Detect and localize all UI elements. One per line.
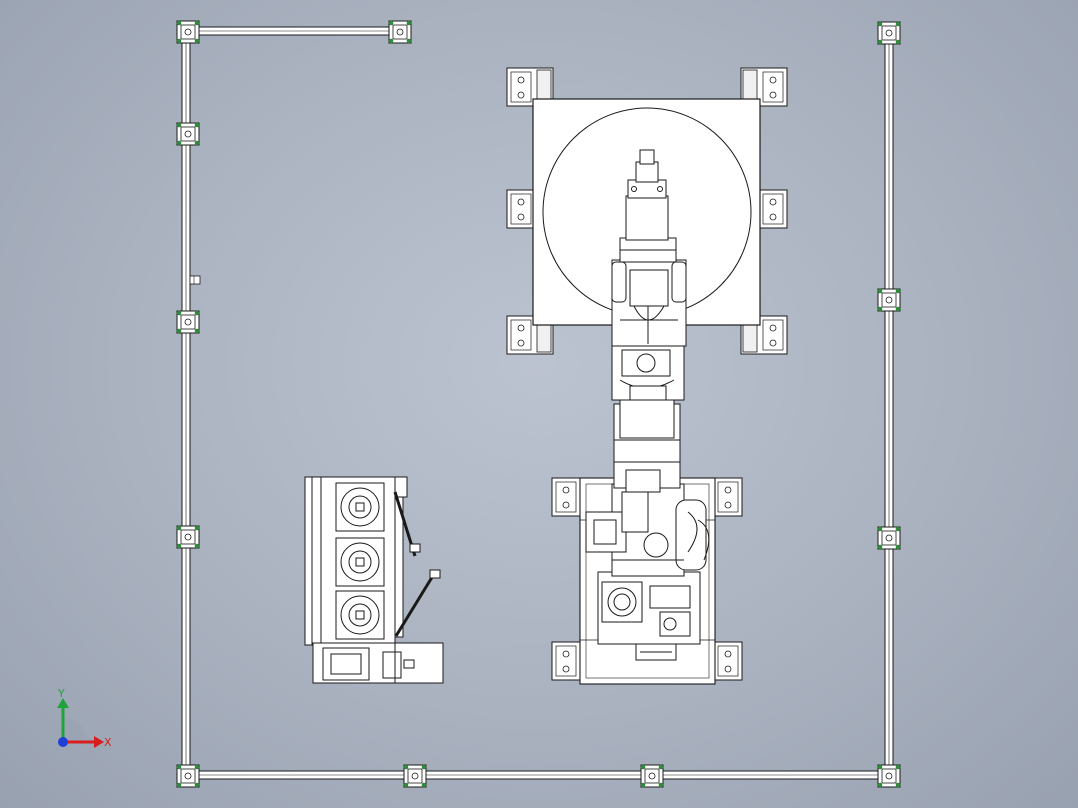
frame-connector xyxy=(877,526,901,550)
frame-corner-connector xyxy=(877,21,901,45)
aluminum-frame xyxy=(176,20,901,788)
y-axis-label: Y xyxy=(57,687,65,700)
door-latch xyxy=(189,275,201,285)
frame-connector xyxy=(640,764,664,788)
robot-elbow xyxy=(611,343,685,401)
robot-base-motor xyxy=(597,571,701,661)
robot-wrist-tool xyxy=(619,149,677,263)
frame-connector xyxy=(403,764,427,788)
frame-rail-right xyxy=(884,29,894,776)
y-axis-head xyxy=(57,698,69,708)
frame-corner-connector xyxy=(388,20,412,44)
cabinet-module xyxy=(335,590,385,640)
control-cabinet xyxy=(304,476,444,684)
frame-rail-top-left xyxy=(185,26,401,36)
x-axis-head xyxy=(94,736,104,748)
robot-lower-arm xyxy=(613,397,681,493)
cabinet-door-right xyxy=(394,569,441,637)
frame-connector xyxy=(176,310,200,334)
frame-corner-connector xyxy=(176,20,200,44)
cabinet-module xyxy=(335,482,385,532)
frame-connector xyxy=(176,525,200,549)
robot-arm xyxy=(585,149,710,661)
robot-shoulder xyxy=(585,483,710,577)
z-axis-origin xyxy=(58,737,68,747)
cabinet-door-left xyxy=(393,491,421,557)
cabinet-module xyxy=(335,537,385,587)
frame-corner-connector xyxy=(877,764,901,788)
x-axis-label: X xyxy=(104,736,112,749)
frame-connector xyxy=(176,122,200,146)
cabinet-lower-unit xyxy=(312,642,444,684)
frame-connector xyxy=(877,288,901,312)
robot-upper-arm xyxy=(611,259,687,347)
coordinate-triad: Y X xyxy=(57,687,112,749)
frame-corner-connector xyxy=(176,764,200,788)
frame-rail-bottom xyxy=(185,770,890,780)
